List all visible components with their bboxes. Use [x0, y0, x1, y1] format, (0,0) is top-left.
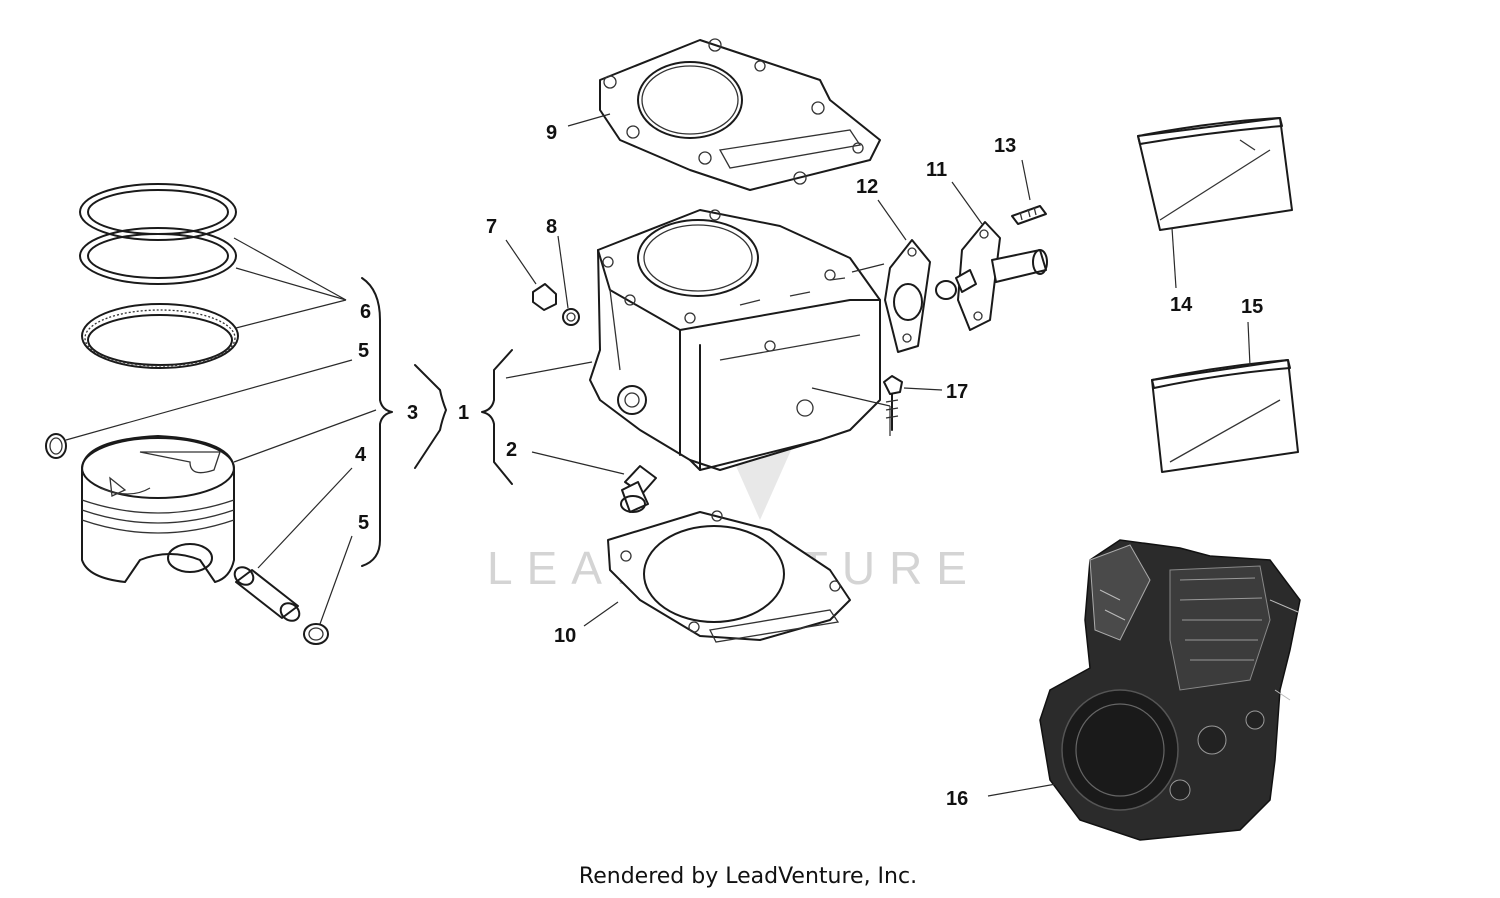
piston-part[interactable]: [81, 435, 235, 583]
callout-3: 3: [407, 402, 418, 424]
callout-4: 4: [355, 444, 367, 466]
callout-2: 2: [506, 439, 517, 461]
leader-lines: [65, 113, 1251, 797]
circlip-lower-part[interactable]: [303, 623, 329, 645]
callout-6: 6: [360, 301, 371, 323]
callout-labels: 1 2 3 4 5 5 6 7 8 9 10 11 12 13 14 15 16…: [355, 122, 1263, 810]
circlip-upper-part[interactable]: [45, 433, 67, 459]
callout-14: 14: [1170, 294, 1193, 316]
bolt-13-part[interactable]: [1011, 205, 1047, 225]
tensioner-gasket-part[interactable]: [884, 239, 931, 353]
callout-5-upper: 5: [358, 340, 369, 362]
cylinder-base-gasket-part[interactable]: [607, 510, 851, 643]
bolt-17-part[interactable]: [883, 375, 903, 431]
gasket-kit-bag-14-part[interactable]: [1137, 117, 1293, 231]
footer-credit: Rendered by LeadVenture, Inc.: [579, 864, 917, 889]
callout-9: 9: [546, 122, 557, 144]
callout-5-lower: 5: [358, 512, 369, 534]
piston-rings-part[interactable]: [79, 183, 239, 369]
group-braces: [361, 277, 513, 567]
callout-12: 12: [856, 176, 878, 198]
stud-part[interactable]: [620, 465, 657, 513]
cylinder-head-gasket-part[interactable]: [599, 38, 881, 191]
chain-tensioner-part[interactable]: [935, 221, 1048, 331]
callout-17: 17: [946, 381, 968, 403]
callout-10: 10: [554, 625, 576, 647]
bolt-7-part[interactable]: [532, 283, 557, 311]
gasket-kit-bag-15-part[interactable]: [1151, 359, 1299, 473]
callout-16: 16: [946, 788, 968, 810]
callout-13: 13: [994, 135, 1016, 157]
callout-15: 15: [1241, 296, 1263, 318]
engine-assembly-part[interactable]: [1039, 539, 1301, 841]
washer-8-part[interactable]: [562, 308, 580, 326]
callout-1: 1: [458, 402, 469, 424]
callout-8: 8: [546, 216, 557, 238]
cylinder-part[interactable]: [589, 209, 881, 471]
callout-7: 7: [486, 216, 497, 238]
callout-11: 11: [926, 159, 947, 181]
piston-pin-part[interactable]: [231, 564, 303, 625]
